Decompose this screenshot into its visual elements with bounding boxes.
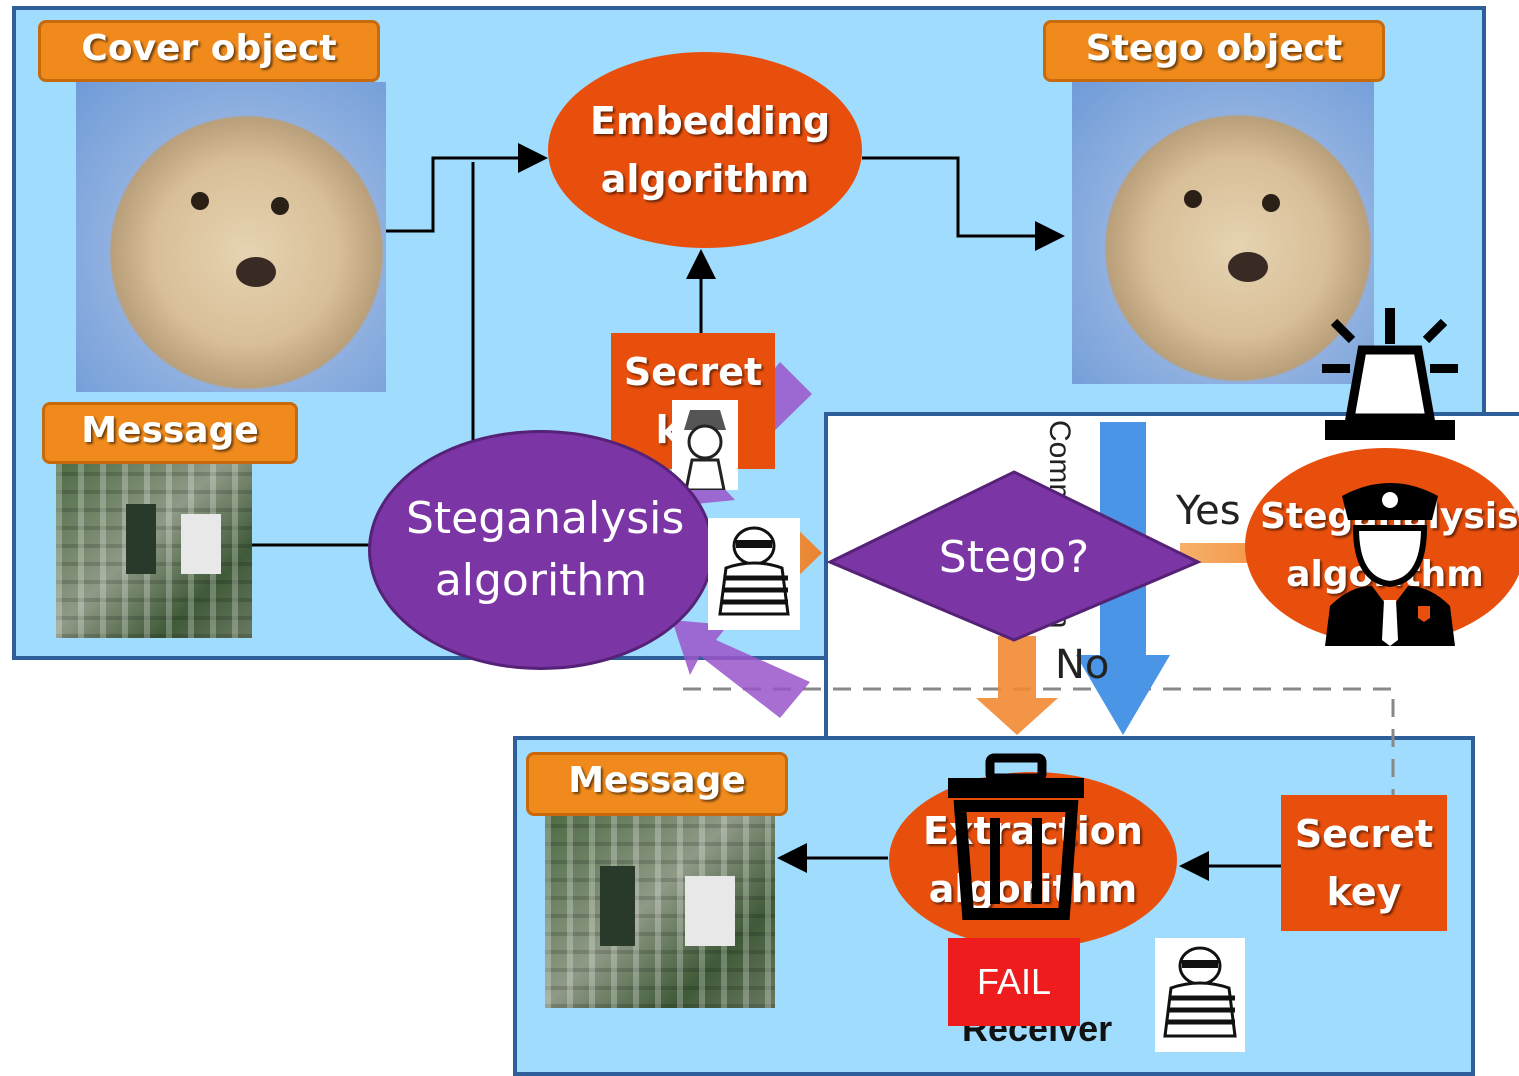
fail-badge: FAIL	[948, 938, 1080, 1026]
arrow-embedding-to-stego	[862, 156, 1065, 251]
arrow-no	[976, 636, 1058, 735]
puppy-photo-cover	[76, 82, 386, 392]
cover-object-label: Cover object	[38, 20, 380, 82]
no-label: No	[1055, 642, 1110, 688]
secret-key-receiver: Secret key	[1281, 795, 1447, 931]
message-label-receiver: Message	[526, 752, 788, 816]
embedding-algorithm-label: Embedding algorithm	[590, 99, 831, 201]
embedding-algorithm-node: Embedding algorithm	[548, 52, 862, 248]
fail-label: FAIL	[976, 961, 1052, 1002]
key-sharing-dashed-line	[683, 687, 1395, 795]
yes-label: Yes	[1176, 488, 1241, 534]
detective-icon	[672, 400, 738, 492]
message-label-sender: Message	[42, 402, 298, 464]
arrow-cover-to-embedding	[386, 143, 548, 233]
secret-key-receiver-label: Secret key	[1294, 812, 1434, 914]
steganalysis-algorithm-node-left: Steganalysis algorithm	[368, 430, 714, 670]
thief-icon-sender	[708, 518, 800, 630]
arrow-yes	[1180, 524, 1306, 582]
puppy-photo-stego	[1072, 82, 1374, 384]
thief-icon-receiver	[1155, 938, 1245, 1052]
arrow-intercept-back	[672, 620, 810, 718]
aerial-photo-receiver	[545, 816, 775, 1008]
aerial-photo-sender	[56, 464, 252, 638]
stego-decision-diamond	[826, 470, 1202, 642]
stego-decision-label: Stego?	[938, 532, 1090, 583]
stego-object-label: Stego object	[1043, 20, 1385, 82]
steganalysis-left-label: Steganalysis algorithm	[406, 493, 685, 606]
